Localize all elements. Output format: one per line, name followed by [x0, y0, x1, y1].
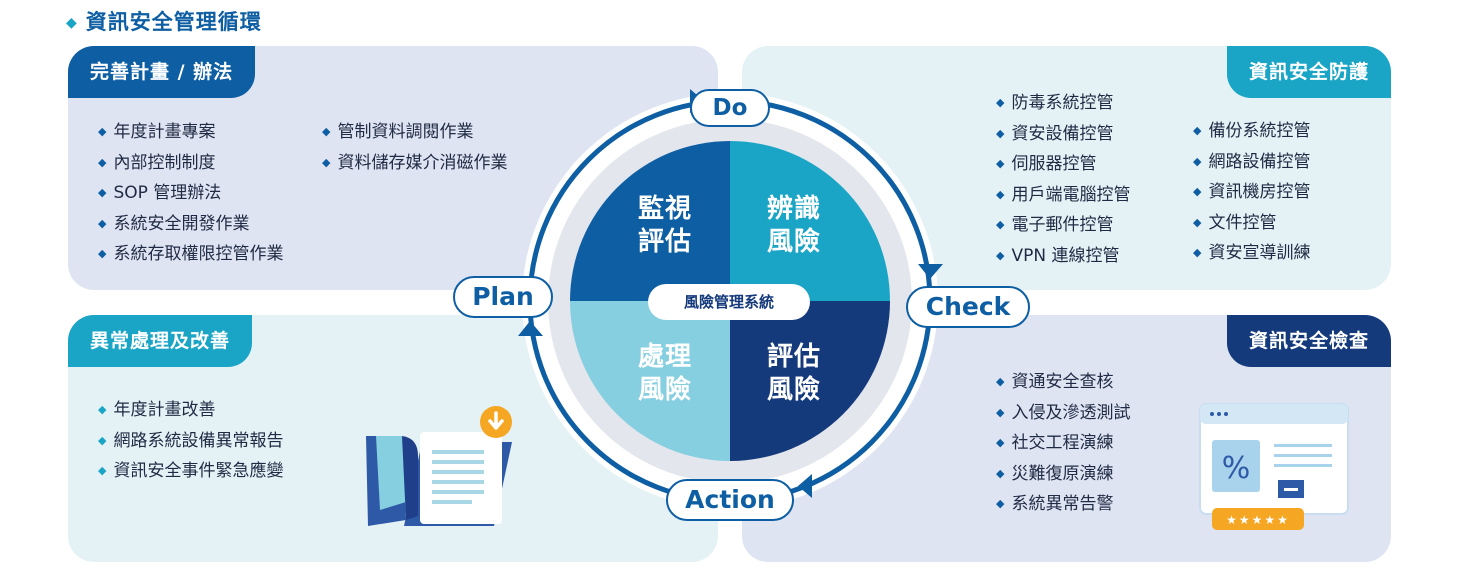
list-item: 系統安全開發作業 [98, 210, 283, 241]
list-item: 管制資料調閱作業 [322, 118, 507, 149]
list-item: 資訊安全事件緊急應變 [98, 457, 283, 488]
list-item: 資安宣導訓練 [1193, 239, 1310, 270]
quadrant-top-left-text: 監視評估 [637, 194, 692, 257]
download-document-icon [366, 406, 512, 526]
list-item: 伺服器控管 [996, 150, 1130, 181]
page-title-text: 資訊安全管理循環 [85, 10, 262, 34]
list-item: 內部控制制度 [98, 149, 283, 180]
list-item: 防毒系統控管 [996, 89, 1130, 120]
quadrant-top-left [570, 141, 730, 301]
quadrant-top-right [730, 141, 890, 301]
arrow-icon [798, 474, 812, 498]
list-item: 年度計畫專案 [98, 118, 283, 149]
panel-check-title: 資訊安全檢查 [1226, 315, 1391, 367]
panel-do-title: 資訊安全防護 [1226, 46, 1391, 98]
list-item: 資通安全查核 [996, 368, 1130, 399]
list-item: 資安設備控管 [996, 120, 1130, 151]
list-item: 備份系統控管 [1193, 117, 1310, 148]
plan-list-1: 年度計畫專案 內部控制制度 SOP 管理辦法 系統安全開發作業 系統存取權限控管… [98, 118, 283, 271]
list-item: 入侵及滲透測試 [996, 399, 1130, 430]
stage-plan: Plan [453, 276, 553, 318]
list-item: 災難復原演練 [996, 460, 1130, 491]
list-item: 網路系統設備異常報告 [98, 427, 283, 458]
svg-text:★★★★★: ★★★★★ [1226, 513, 1290, 527]
list-item: 資料儲存媒介消磁作業 [322, 149, 507, 180]
quadrant-bottom-right-text: 評估風險 [766, 342, 821, 405]
quadrant-bottom-left [570, 301, 730, 461]
do-list-1: 防毒系統控管 資安設備控管 伺服器控管 用戶端電腦控管 電子郵件控管 VPN 連… [996, 89, 1130, 272]
arrow-icon [518, 321, 543, 336]
quadrant-bottom-right [730, 301, 890, 461]
arrow-icon [918, 264, 943, 279]
list-item: 系統異常告警 [996, 490, 1130, 521]
list-item: 電子郵件控管 [996, 211, 1130, 242]
list-item: 系統存取權限控管作業 [98, 240, 283, 271]
list-item: 文件控管 [1193, 209, 1310, 240]
action-list: 年度計畫改善 網路系統設備異常報告 資訊安全事件緊急應變 [98, 396, 283, 488]
center-label: 風險管理系統 [648, 284, 810, 320]
list-item: 用戶端電腦控管 [996, 181, 1130, 212]
quadrant-top-right-text: 辨識風險 [766, 194, 821, 257]
list-item: VPN 連線控管 [996, 242, 1130, 273]
page-title: ◆ 資訊安全管理循環 [66, 6, 262, 36]
do-list-2: 備份系統控管 網路設備控管 資訊機房控管 文件控管 資安宣導訓練 [1193, 117, 1310, 270]
list-item: SOP 管理辦法 [98, 179, 283, 210]
check-list: 資通安全查核 入侵及滲透測試 社交工程演練 災難復原演練 系統異常告警 [996, 368, 1130, 521]
stage-action: Action [666, 479, 794, 521]
stage-check: Check [906, 286, 1030, 328]
panel-action-title: 異常處理及改善 [68, 315, 253, 367]
quadrant-bottom-left-text: 處理風險 [637, 342, 692, 405]
stage-do: Do [690, 89, 770, 127]
report-symbol: % [1222, 451, 1251, 486]
list-item: 資訊機房控管 [1193, 178, 1310, 209]
list-item: 年度計畫改善 [98, 396, 283, 427]
plan-list-2: 管制資料調閱作業 資料儲存媒介消磁作業 [322, 118, 507, 179]
diamond-icon: ◆ [66, 15, 78, 31]
panel-plan-title: 完善計畫 / 辦法 [68, 46, 256, 98]
rating-report-icon: % ★★★★★ [1199, 403, 1349, 530]
list-item: 社交工程演練 [996, 429, 1130, 460]
list-item: 網路設備控管 [1193, 148, 1310, 179]
